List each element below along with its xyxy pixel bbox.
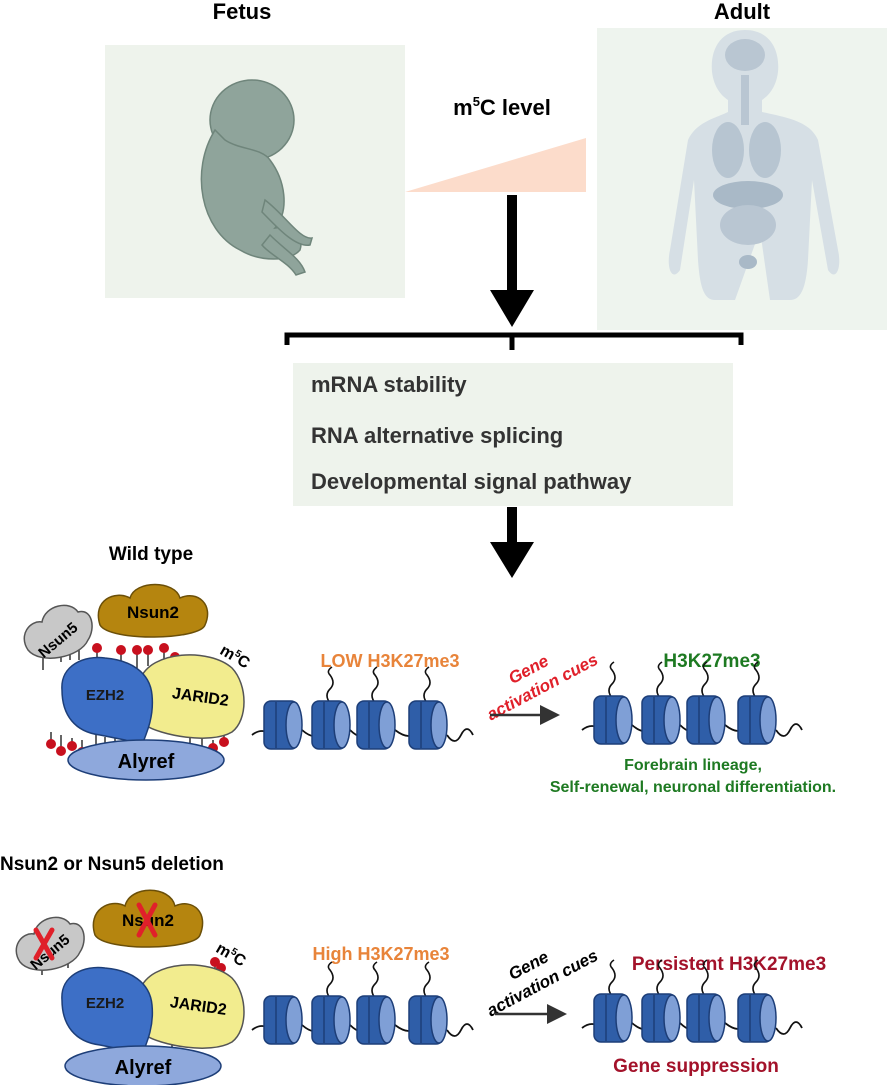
nsun2-protein bbox=[97, 583, 209, 638]
ezh2-label: EZH2 bbox=[86, 687, 124, 704]
histone-tail bbox=[701, 661, 709, 699]
deletion-title: Nsun2 or Nsun5 deletion bbox=[0, 854, 224, 875]
nucleosome bbox=[686, 959, 726, 1043]
nucleosome-array bbox=[251, 661, 803, 750]
wild-type-title: Wild type bbox=[109, 544, 193, 565]
deletion-x-icon bbox=[33, 927, 55, 961]
adult-illustration bbox=[668, 30, 840, 300]
outcome-line-1: Forebrain lineage, bbox=[624, 757, 762, 774]
nucleosome bbox=[311, 666, 351, 750]
m5c-mark bbox=[132, 645, 142, 668]
down-arrow-1 bbox=[490, 195, 534, 327]
histone-tail bbox=[423, 961, 431, 999]
nucleosome bbox=[311, 961, 351, 1045]
wild-type-section: Wild type Nsun2 Nsun5 EZH2 JARID2 Alyref… bbox=[23, 544, 836, 796]
m5c-mark bbox=[67, 738, 77, 751]
histone-tail bbox=[326, 666, 334, 704]
nucleosome bbox=[263, 700, 303, 750]
nucleosome bbox=[356, 961, 396, 1045]
m5c-mark bbox=[46, 732, 56, 749]
ezh2-protein bbox=[61, 966, 154, 1056]
nucleosome bbox=[737, 661, 777, 745]
ezh2-protein bbox=[61, 656, 154, 746]
m5c-gradient-triangle bbox=[405, 138, 586, 192]
histone-tail bbox=[656, 959, 664, 997]
nucleosome bbox=[641, 661, 681, 745]
jarid2-protein bbox=[139, 654, 245, 739]
nucleosome bbox=[408, 961, 448, 1045]
alyref-protein bbox=[67, 739, 225, 781]
nucleosome bbox=[263, 995, 303, 1045]
histone-tail bbox=[371, 666, 379, 704]
m5c-level-label: m5C level bbox=[453, 94, 551, 120]
down-arrow-2 bbox=[490, 507, 534, 578]
nucleosome bbox=[408, 666, 448, 750]
nucleosome bbox=[356, 666, 396, 750]
m5c-mark bbox=[56, 735, 66, 756]
dna-linker bbox=[775, 723, 803, 737]
h3k27me3-label: H3K27me3 bbox=[663, 651, 760, 672]
nucleosome bbox=[737, 959, 777, 1043]
fetus-label: Fetus bbox=[213, 0, 272, 24]
deletion-section: Nsun2 or Nsun5 deletion Nsun2 Nsun5 EZH2… bbox=[0, 854, 826, 1085]
function-item: Developmental signal pathway bbox=[311, 469, 632, 494]
histone-tail bbox=[701, 959, 709, 997]
dna-linker bbox=[446, 1023, 474, 1037]
nucleosome bbox=[593, 661, 633, 745]
low-h3k27me3-label: LOW H3K27me3 bbox=[320, 651, 459, 671]
ezh2-label: EZH2 bbox=[86, 995, 124, 1012]
dna-linker bbox=[775, 1021, 803, 1035]
jarid2-protein bbox=[139, 964, 245, 1049]
histone-tail bbox=[608, 661, 616, 699]
histone-tail bbox=[656, 661, 664, 699]
m5c-mark bbox=[143, 645, 153, 666]
nucleosome-array bbox=[251, 959, 803, 1045]
alyref-protein bbox=[64, 1045, 222, 1085]
gene-activation-cues-label: Gene activation cues bbox=[484, 946, 601, 1020]
function-item: RNA alternative splicing bbox=[311, 423, 563, 448]
gene-activation-cues-label: Gene activation cues bbox=[484, 650, 601, 724]
histone-tail bbox=[371, 961, 379, 999]
nucleosome bbox=[686, 661, 726, 745]
histone-tail bbox=[752, 959, 760, 997]
high-h3k27me3-label: High H3K27me3 bbox=[312, 944, 449, 964]
function-item: mRNA stability bbox=[311, 372, 467, 397]
bracket bbox=[284, 332, 744, 350]
gene-suppression-label: Gene suppression bbox=[613, 1056, 779, 1077]
persistent-h3k27me3-label: Persistent H3K27me3 bbox=[632, 954, 826, 975]
histone-tail bbox=[326, 961, 334, 999]
outcome-line-2: Self-renewal, neuronal differentiation. bbox=[550, 779, 836, 796]
functions-box bbox=[293, 363, 733, 506]
adult-label: Adult bbox=[714, 0, 771, 24]
histone-tail bbox=[752, 661, 760, 699]
alyref-label: Alyref bbox=[115, 1057, 172, 1079]
deletion-x-icon bbox=[136, 902, 158, 938]
fetus-illustration bbox=[200, 79, 314, 276]
nsun5-protein bbox=[23, 604, 93, 659]
nsun2-label: Nsun2 bbox=[127, 603, 179, 622]
nucleosome bbox=[593, 959, 633, 1043]
nucleosome bbox=[641, 959, 681, 1043]
histone-tail bbox=[423, 666, 431, 704]
alyref-label: Alyref bbox=[118, 751, 175, 773]
dna-linker bbox=[446, 728, 474, 742]
histone-tail bbox=[608, 959, 616, 997]
nsun5-protein bbox=[15, 916, 85, 971]
